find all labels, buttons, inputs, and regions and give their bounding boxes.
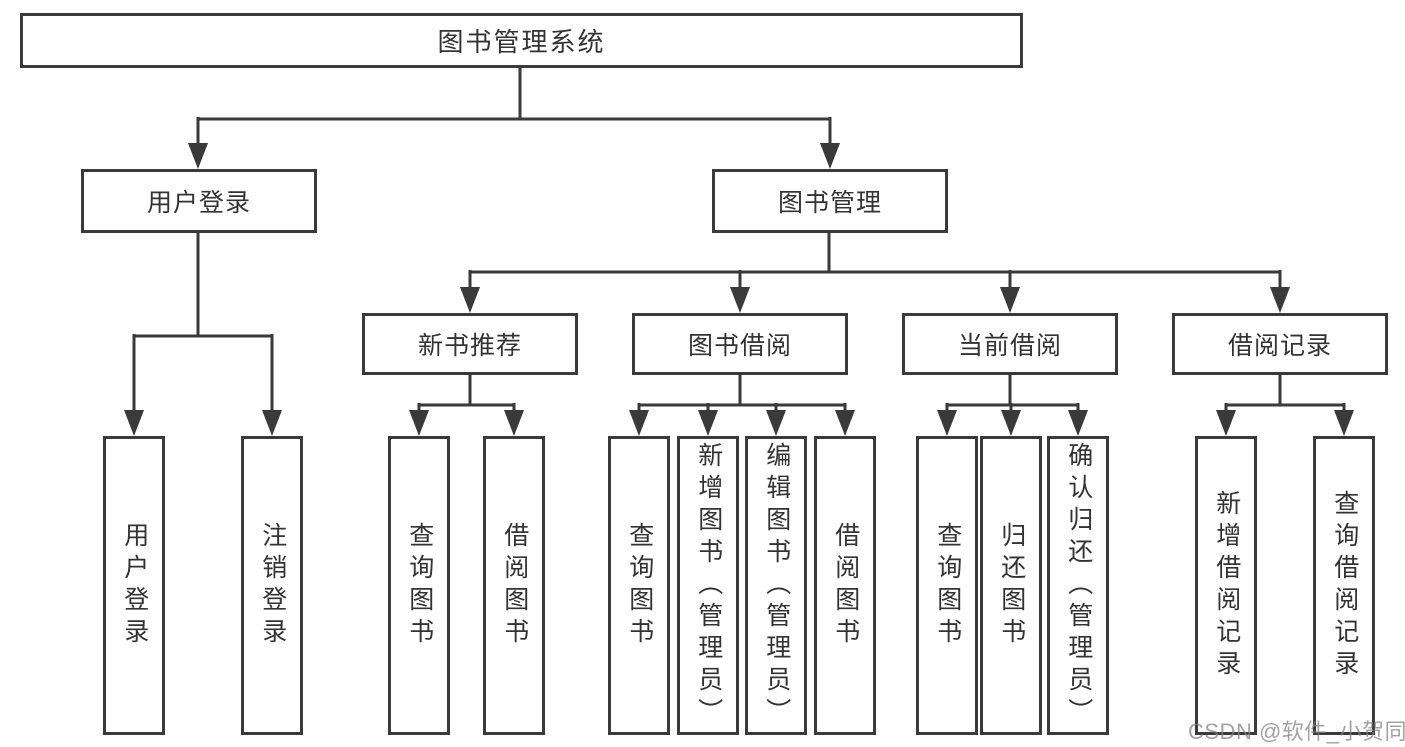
arrow-down-icon — [1334, 410, 1354, 436]
leaf-borrow-books-1: 借阅图书 — [483, 436, 545, 735]
node-library-management-system: 图书管理系统 — [20, 13, 1023, 68]
arrow-down-icon — [1000, 287, 1020, 313]
leaf-query-borrow-record: 查询借阅记录 — [1313, 436, 1375, 735]
connector-line — [468, 233, 1282, 295]
arrow-down-icon — [820, 143, 840, 169]
connector-line — [196, 68, 832, 152]
connector-line — [1224, 375, 1346, 418]
connector-line — [417, 375, 516, 418]
leaf-query-books-3: 查询图书 — [916, 436, 978, 735]
arrow-down-icon — [1068, 410, 1088, 436]
leaf-return-books: 归还图书 — [980, 436, 1042, 735]
arrow-down-icon — [766, 410, 786, 436]
node-new-book-recommendation: 新书推荐 — [362, 313, 578, 375]
leaf-edit-books-admin: 编辑图书（管理员） — [745, 436, 807, 735]
leaf-confirm-return-admin: 确认归还（管理员） — [1047, 436, 1109, 735]
leaf-query-books-1: 查询图书 — [388, 436, 450, 735]
arrow-down-icon — [460, 287, 480, 313]
leaf-user-login: 用户登录 — [103, 436, 165, 735]
node-book-management: 图书管理 — [712, 169, 948, 233]
arrow-down-icon — [1216, 410, 1236, 436]
arrow-down-icon — [1001, 410, 1021, 436]
arrow-down-icon — [504, 410, 524, 436]
arrow-down-icon — [698, 410, 718, 436]
arrow-down-icon — [835, 410, 855, 436]
arrow-down-icon — [629, 410, 649, 436]
leaf-query-books-2: 查询图书 — [608, 436, 670, 735]
leaf-borrow-books-2: 借阅图书 — [814, 436, 876, 735]
node-user-login: 用户登录 — [81, 169, 317, 233]
csdn-watermark: CSDN @软件_小贺同学 — [1188, 719, 1405, 744]
leaf-add-books-admin: 新增图书（管理员） — [677, 436, 739, 735]
node-book-borrowing: 图书借阅 — [632, 313, 848, 375]
node-borrowing-records: 借阅记录 — [1172, 313, 1388, 375]
arrow-down-icon — [188, 143, 208, 169]
arrow-down-icon — [124, 410, 144, 436]
leaf-logout: 注销登录 — [241, 436, 303, 735]
arrow-down-icon — [409, 410, 429, 436]
leaf-add-borrow-record: 新增借阅记录 — [1195, 436, 1257, 735]
arrow-down-icon — [730, 287, 750, 313]
connector-line — [637, 375, 847, 418]
arrow-down-icon — [1270, 287, 1290, 313]
node-current-borrowing: 当前借阅 — [902, 313, 1118, 375]
arrow-down-icon — [937, 410, 957, 436]
arrow-down-icon — [262, 410, 282, 436]
connector-line — [132, 233, 274, 418]
